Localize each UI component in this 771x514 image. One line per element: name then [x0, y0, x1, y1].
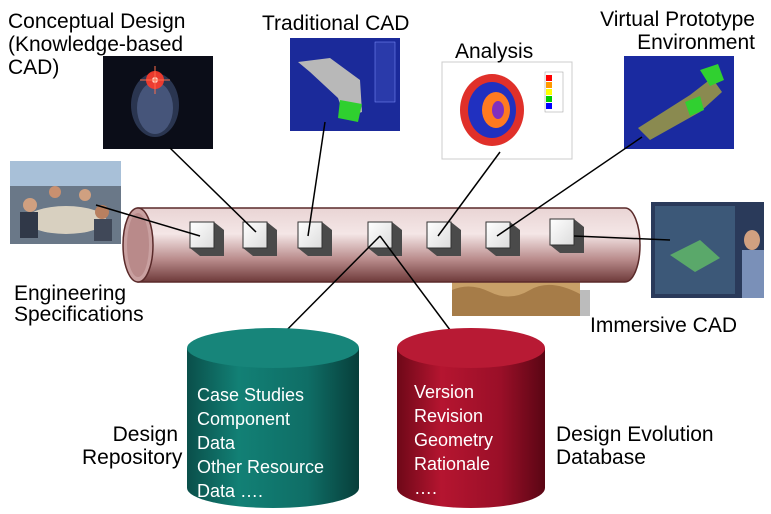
label-design-evolution: Design Evolution Database — [556, 423, 714, 469]
pipeline-node[interactable] — [367, 221, 402, 256]
pipeline-node[interactable] — [549, 218, 584, 253]
repository-item: Component — [197, 409, 291, 429]
label-line: Virtual Prototype — [600, 8, 755, 31]
repository-item: Data …. — [197, 481, 264, 501]
label-line: Design — [112, 423, 178, 446]
label-line: Design Evolution — [556, 423, 714, 446]
immersive-cad-image — [651, 202, 764, 298]
conceptual-design-image — [103, 56, 213, 149]
evolution-item: Version — [414, 382, 475, 402]
label-conceptual-design: Conceptual Design (Knowledge-based CAD) — [8, 10, 185, 79]
pipeline-node[interactable] — [297, 221, 332, 256]
pipeline-node[interactable] — [189, 221, 224, 256]
label-line: Database — [556, 446, 646, 469]
evolution-item: Revision — [414, 406, 484, 426]
label-line: CAD) — [8, 56, 60, 79]
connector-virtual — [496, 136, 643, 237]
pipeline-nodes — [189, 218, 584, 256]
connector-analysis — [437, 151, 501, 237]
label-line: Conceptual Design — [8, 10, 186, 33]
repository-item: Case Studies — [197, 385, 305, 405]
design-repository-cylinder[interactable] — [187, 328, 359, 508]
partial-image-fragment — [452, 280, 590, 316]
evolution-contents: Version Revision Geometry Rationale …. — [414, 380, 493, 500]
label-line: Engineering — [14, 282, 127, 305]
label-line: Environment — [637, 31, 755, 54]
connector-engineering — [95, 204, 201, 237]
label-analysis: Analysis — [455, 40, 534, 63]
design-evolution-cylinder[interactable] — [397, 328, 545, 508]
evolution-item: Geometry — [414, 430, 494, 450]
pipeline-node[interactable] — [242, 221, 277, 256]
virtual-prototype-image — [624, 56, 734, 149]
connector-conceptual — [169, 147, 257, 233]
repository-item: Other Resource — [197, 457, 325, 477]
engineering-specifications-image — [10, 161, 121, 244]
label-engineering-specifications: Engineering Specifications — [14, 283, 144, 325]
analysis-image — [441, 61, 573, 160]
connector-immersive — [573, 235, 671, 241]
label-line: (Knowledge-based — [8, 33, 184, 56]
label-immersive-cad: Immersive CAD — [590, 314, 738, 337]
evolution-item: …. — [414, 478, 438, 498]
label-line: Specifications — [14, 303, 144, 326]
label-traditional-cad: Traditional CAD — [262, 12, 410, 35]
repository-item: Data — [197, 433, 236, 453]
repository-contents: Case Studies Component Data Other Resour… — [197, 383, 324, 503]
label-line: Repository — [82, 446, 183, 469]
traditional-cad-image — [290, 38, 400, 131]
connector-traditional — [307, 121, 326, 237]
evolution-item: Rationale — [414, 454, 491, 474]
pipeline-node[interactable] — [485, 221, 520, 256]
label-design-repository: Design Repository — [82, 423, 183, 469]
label-virtual-prototype: Virtual Prototype Environment — [600, 8, 755, 54]
